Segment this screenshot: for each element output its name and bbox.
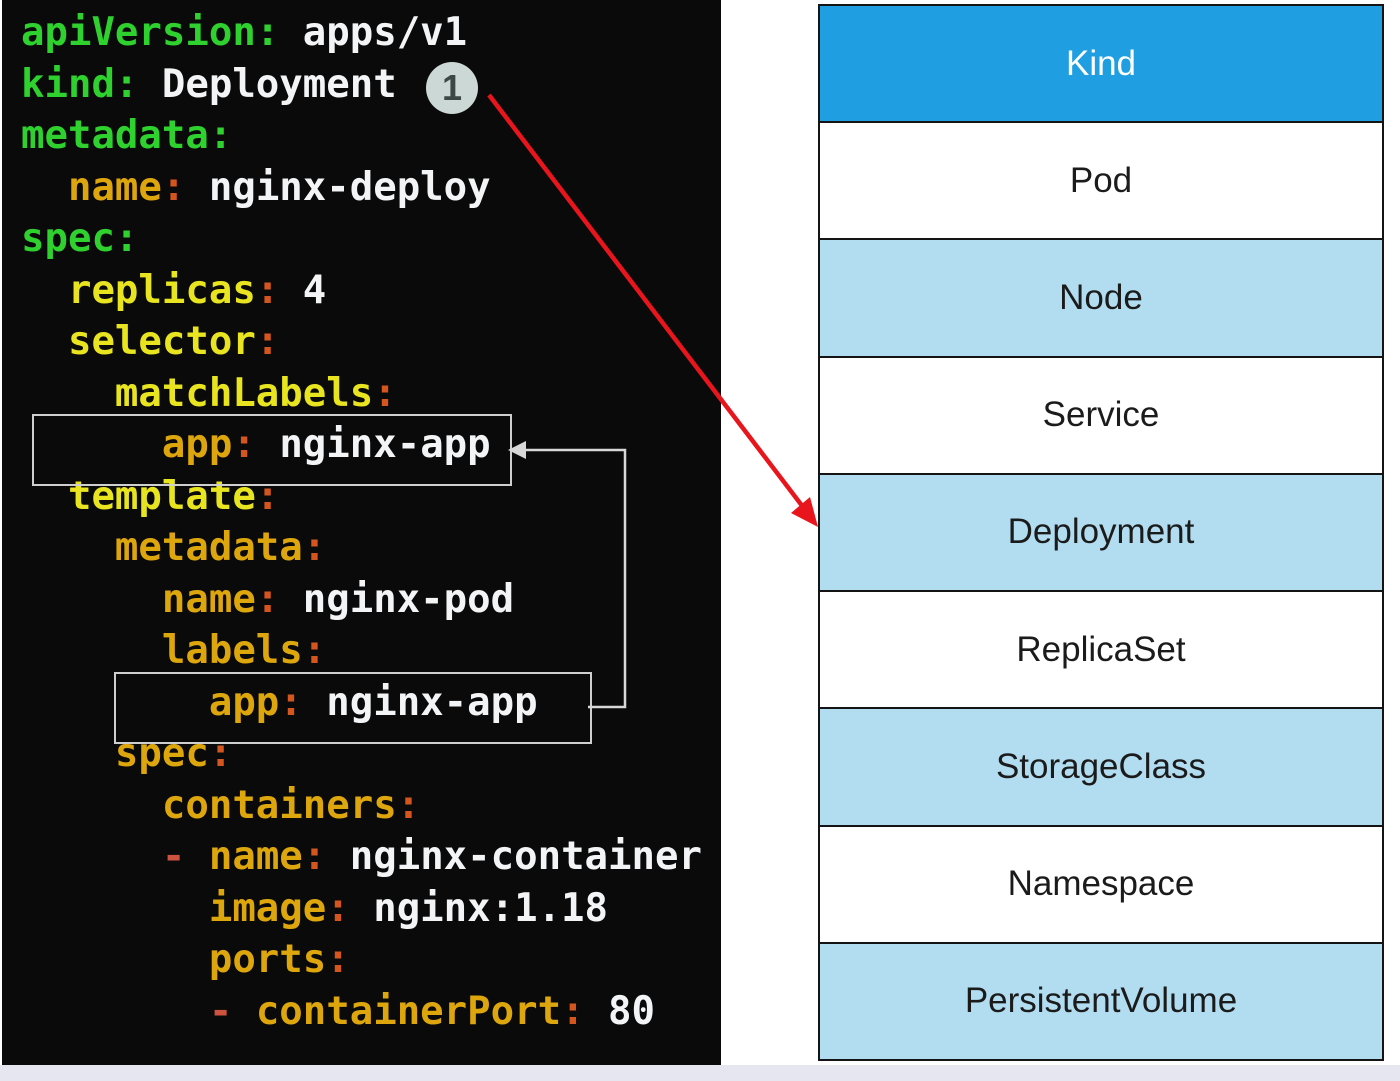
yaml-line: spec: (21, 216, 139, 261)
yaml-line: name: nginx-pod (161, 576, 515, 622)
kind-row-storageclass: StorageClass (820, 707, 1382, 825)
yaml-line: metadata: (21, 113, 233, 158)
kind-table-header: Kind (820, 6, 1382, 122)
yaml-line: image: nginx:1.18 (208, 885, 609, 931)
match-labels-highlight-box (32, 414, 512, 486)
kind-row-persistentvolume: PersistentVolume (820, 941, 1382, 1059)
bottom-band (0, 1065, 1400, 1081)
kind-row-deployment: Deployment (820, 472, 1382, 591)
yaml-line: spec: (114, 731, 233, 776)
yaml-line: - containerPort: 80 (208, 988, 655, 1034)
yaml-line: labels: (161, 628, 327, 673)
kind-row-namespace: Namespace (820, 824, 1382, 942)
yaml-line: kind: Deployment (21, 61, 397, 107)
yaml-line: - name: nginx-container (161, 834, 702, 879)
kind-row-replicaset: ReplicaSet (820, 590, 1382, 708)
yaml-line: app: nginx-app (208, 679, 538, 725)
yaml-line: metadata: (114, 525, 327, 570)
yaml-code: apiVersion: apps/v1 kind: Deployment metad… (2, 0, 702, 1037)
kind-row-node: Node (820, 238, 1382, 356)
yaml-line: replicas: 4 (67, 267, 327, 313)
yaml-line: apiVersion: apps/v1 (21, 10, 468, 55)
yaml-line: matchLabels: (114, 370, 397, 416)
pod-labels-highlight-box (114, 672, 592, 744)
red-arrowhead-icon (791, 497, 818, 527)
yaml-line: selector: (67, 319, 280, 364)
yaml-line: name: nginx-deploy (67, 164, 491, 210)
kind-row-pod: Pod (820, 121, 1382, 239)
yaml-code-panel: apiVersion: apps/v1 kind: Deployment metad… (2, 0, 721, 1065)
yaml-line: ports: (208, 937, 350, 982)
yaml-line: app: nginx-app (161, 422, 491, 467)
annotation-badge-1: 1 (426, 62, 478, 114)
kind-row-service: Service (820, 355, 1382, 473)
yaml-line: containers: (161, 782, 421, 828)
